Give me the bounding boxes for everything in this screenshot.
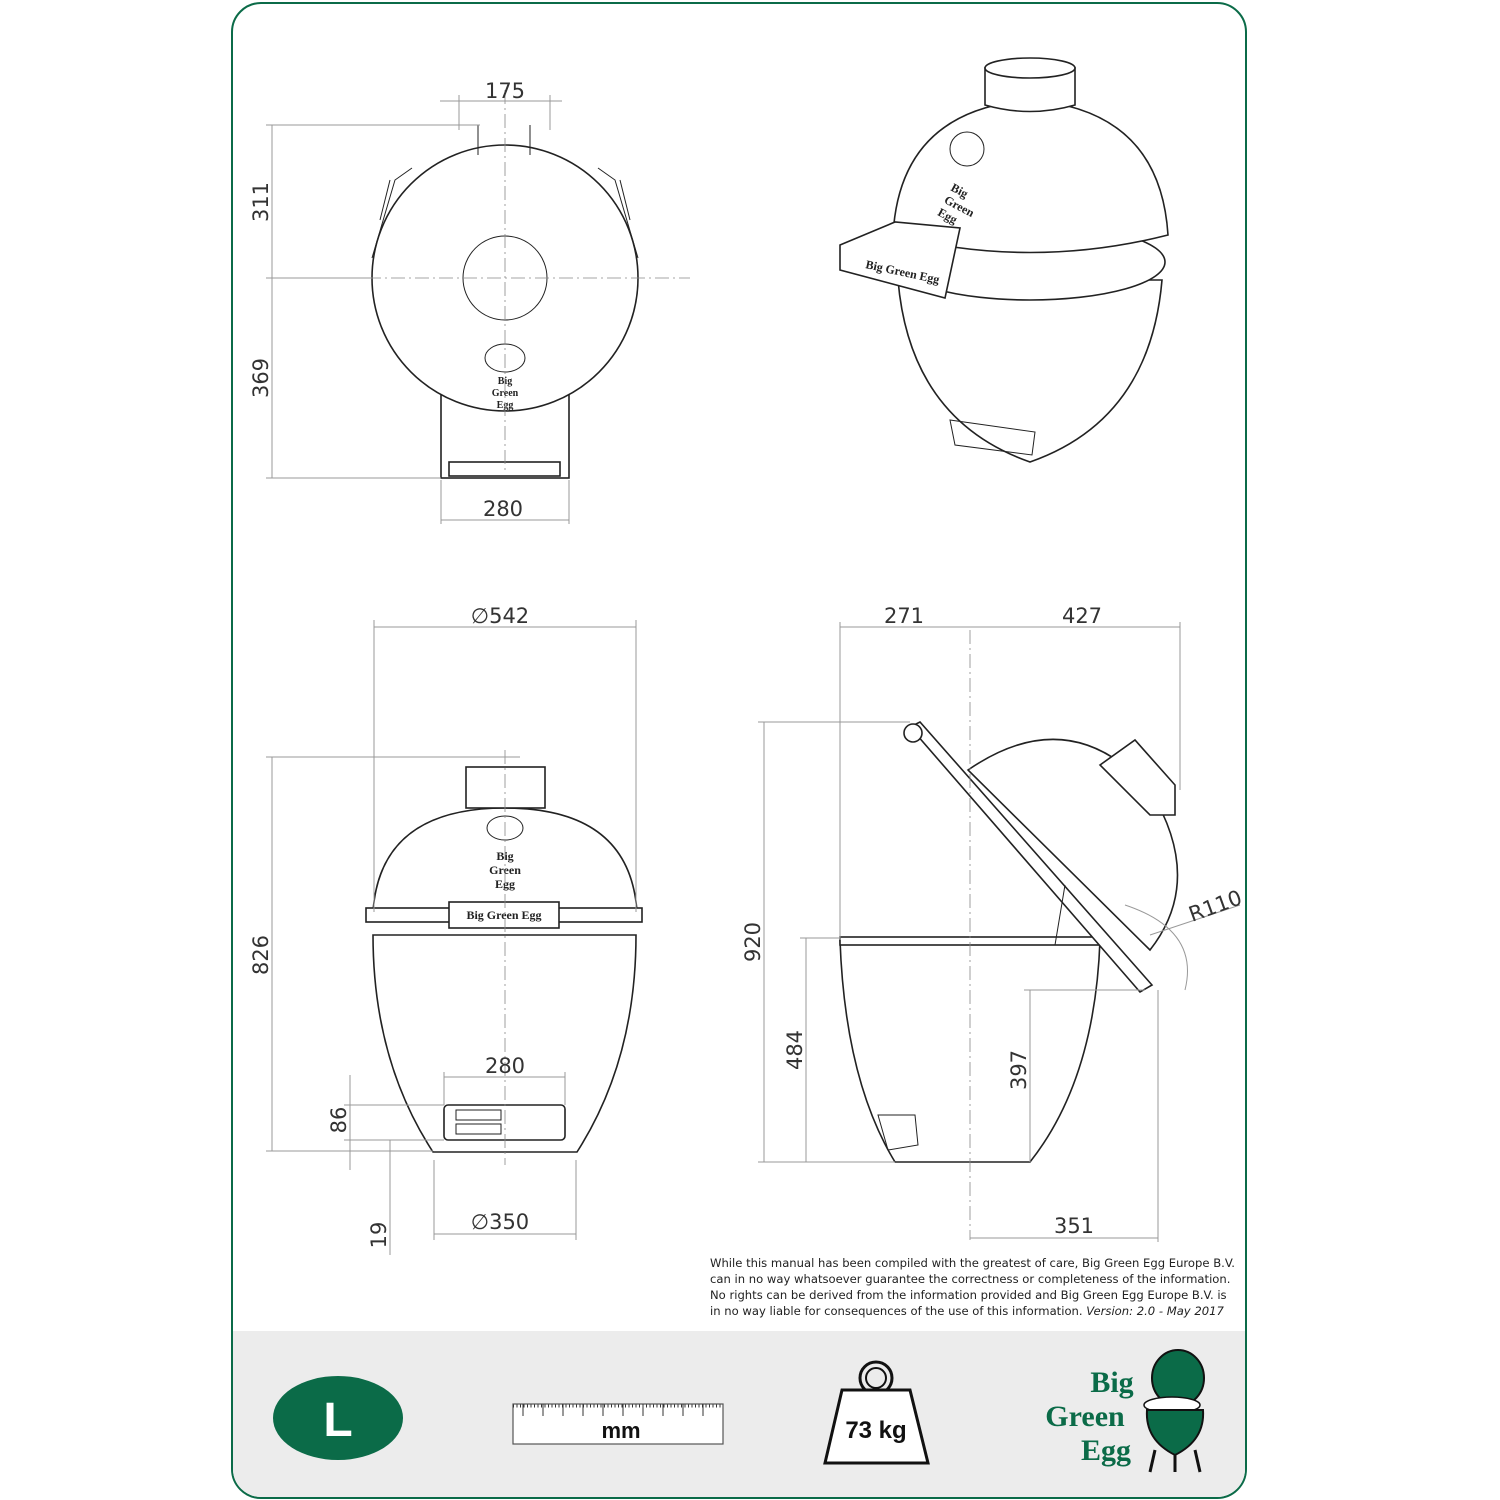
front-view-base [372, 934, 637, 1153]
dim-diameter-542: ∅542 [471, 604, 529, 628]
unit-label: mm [601, 1418, 640, 1443]
side-view-lid-handle [908, 721, 1154, 994]
top-view-hinge-springs [371, 167, 639, 259]
perspective-logo: Big Green Egg [935, 180, 976, 226]
dim-826: 826 [249, 935, 273, 975]
dim-r110: R110 [1186, 885, 1246, 926]
dim-351: 351 [1054, 1214, 1094, 1238]
side-view-chimney [1098, 738, 1176, 816]
svg-text:Big Green Egg: Big Green Egg [466, 908, 541, 922]
dim-diameter-350: ∅350 [471, 1210, 529, 1234]
svg-text:Egg: Egg [1081, 1434, 1131, 1467]
side-view-rim [839, 936, 1103, 946]
dim-175: 175 [485, 79, 525, 103]
logo-egg-base-icon [1145, 1409, 1205, 1457]
dim-397: 397 [1007, 1050, 1031, 1090]
perspective-vent [949, 419, 1036, 456]
perspective-view: Big Green Egg Big Green Egg [839, 57, 1169, 463]
front-view-vent [443, 1104, 566, 1141]
top-view-handle-bolts [477, 125, 531, 155]
svg-text:Green: Green [492, 388, 519, 399]
perspective-base [897, 279, 1163, 463]
side-view-open: 271 427 920 484 397 351 R110 [741, 604, 1245, 1242]
disclaimer-text: While this manual has been compiled with… [710, 1256, 1235, 1318]
svg-text:Big: Big [1090, 1366, 1133, 1399]
side-view-vent [877, 1114, 919, 1151]
size-badge-label: L [323, 1394, 352, 1447]
front-view: Big Green Egg Big Green Egg ∅542 826 280… [249, 604, 643, 1255]
top-view: Big Green Egg 175 311 369 280 [249, 79, 690, 524]
size-badge-icon: L [273, 1376, 403, 1460]
dim-427: 427 [1062, 604, 1102, 628]
big-green-egg-logo: Big Green Egg [1045, 1349, 1205, 1473]
side-view-hinge [1054, 884, 1100, 946]
front-view-chimney [465, 766, 546, 809]
dim-484: 484 [783, 1030, 807, 1070]
dim-280-top: 280 [483, 497, 523, 521]
dim-369: 369 [249, 358, 273, 398]
top-view-vent-slide [448, 461, 561, 477]
dim-271: 271 [884, 604, 924, 628]
dim-86: 86 [327, 1107, 351, 1134]
perspective-chimney [984, 67, 1076, 113]
perspective-thermometer [949, 131, 985, 167]
svg-text:Green: Green [1045, 1400, 1125, 1433]
front-view-handle [448, 901, 560, 929]
dim-311: 311 [249, 182, 273, 222]
version-label: Version: 2.0 - May 2017 [1086, 1304, 1224, 1318]
perspective-handle [839, 221, 961, 299]
dim-19: 19 [367, 1222, 391, 1249]
weight-label: 73 kg [845, 1417, 906, 1444]
weight-icon: 73 kg [823, 1360, 930, 1465]
perspective-dome [892, 99, 1169, 254]
dim-920: 920 [741, 922, 765, 962]
ruler-icon: mm [512, 1403, 724, 1445]
dim-280-front: 280 [485, 1054, 525, 1078]
